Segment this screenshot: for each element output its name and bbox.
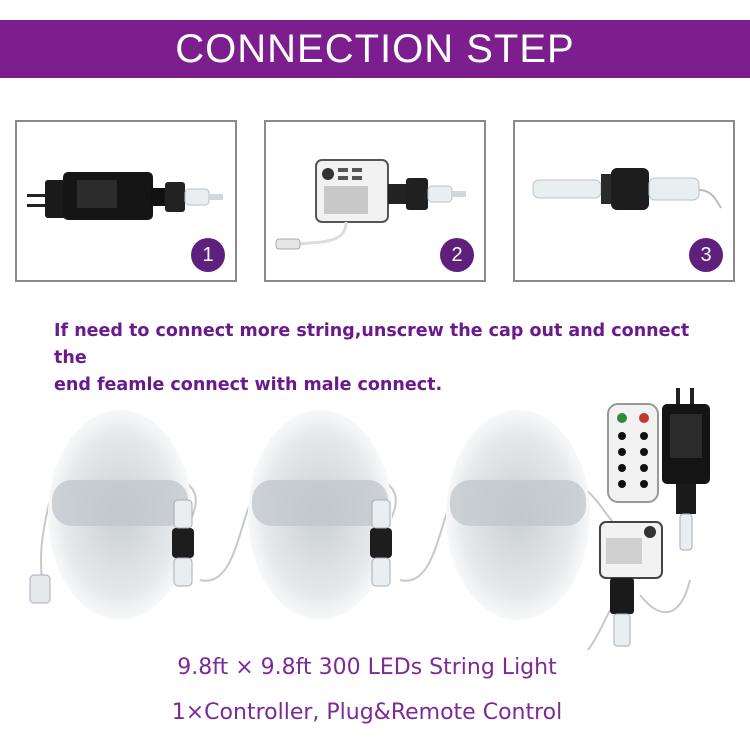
step-1-panel: 1 [15,120,237,282]
instruction-text: If need to connect more string,unscrew t… [54,318,724,399]
step-1-illustration [27,172,223,220]
step-2-panel: 2 [264,120,486,282]
header-banner: CONNECTION STEP [0,20,750,78]
step-2-illustration [275,159,466,250]
product-caption-1: 9.8ft × 9.8ft 300 LEDs String Light [177,655,557,680]
product-caption-2: 1×Controller, Plug&Remote Control [171,700,563,725]
banner-title: CONNECTION STEP [175,26,575,71]
instruction-line-2: end feamle connect with male connect. [54,375,443,395]
product-illustration [29,388,710,650]
step-3-badge: 3 [689,238,723,272]
step-3-illustration [532,168,722,210]
step-1-badge: 1 [191,238,225,272]
instruction-line-1: If need to connect more string,unscrew t… [54,321,690,368]
step-2-badge: 2 [440,238,474,272]
step-3-panel: 3 [513,120,735,282]
